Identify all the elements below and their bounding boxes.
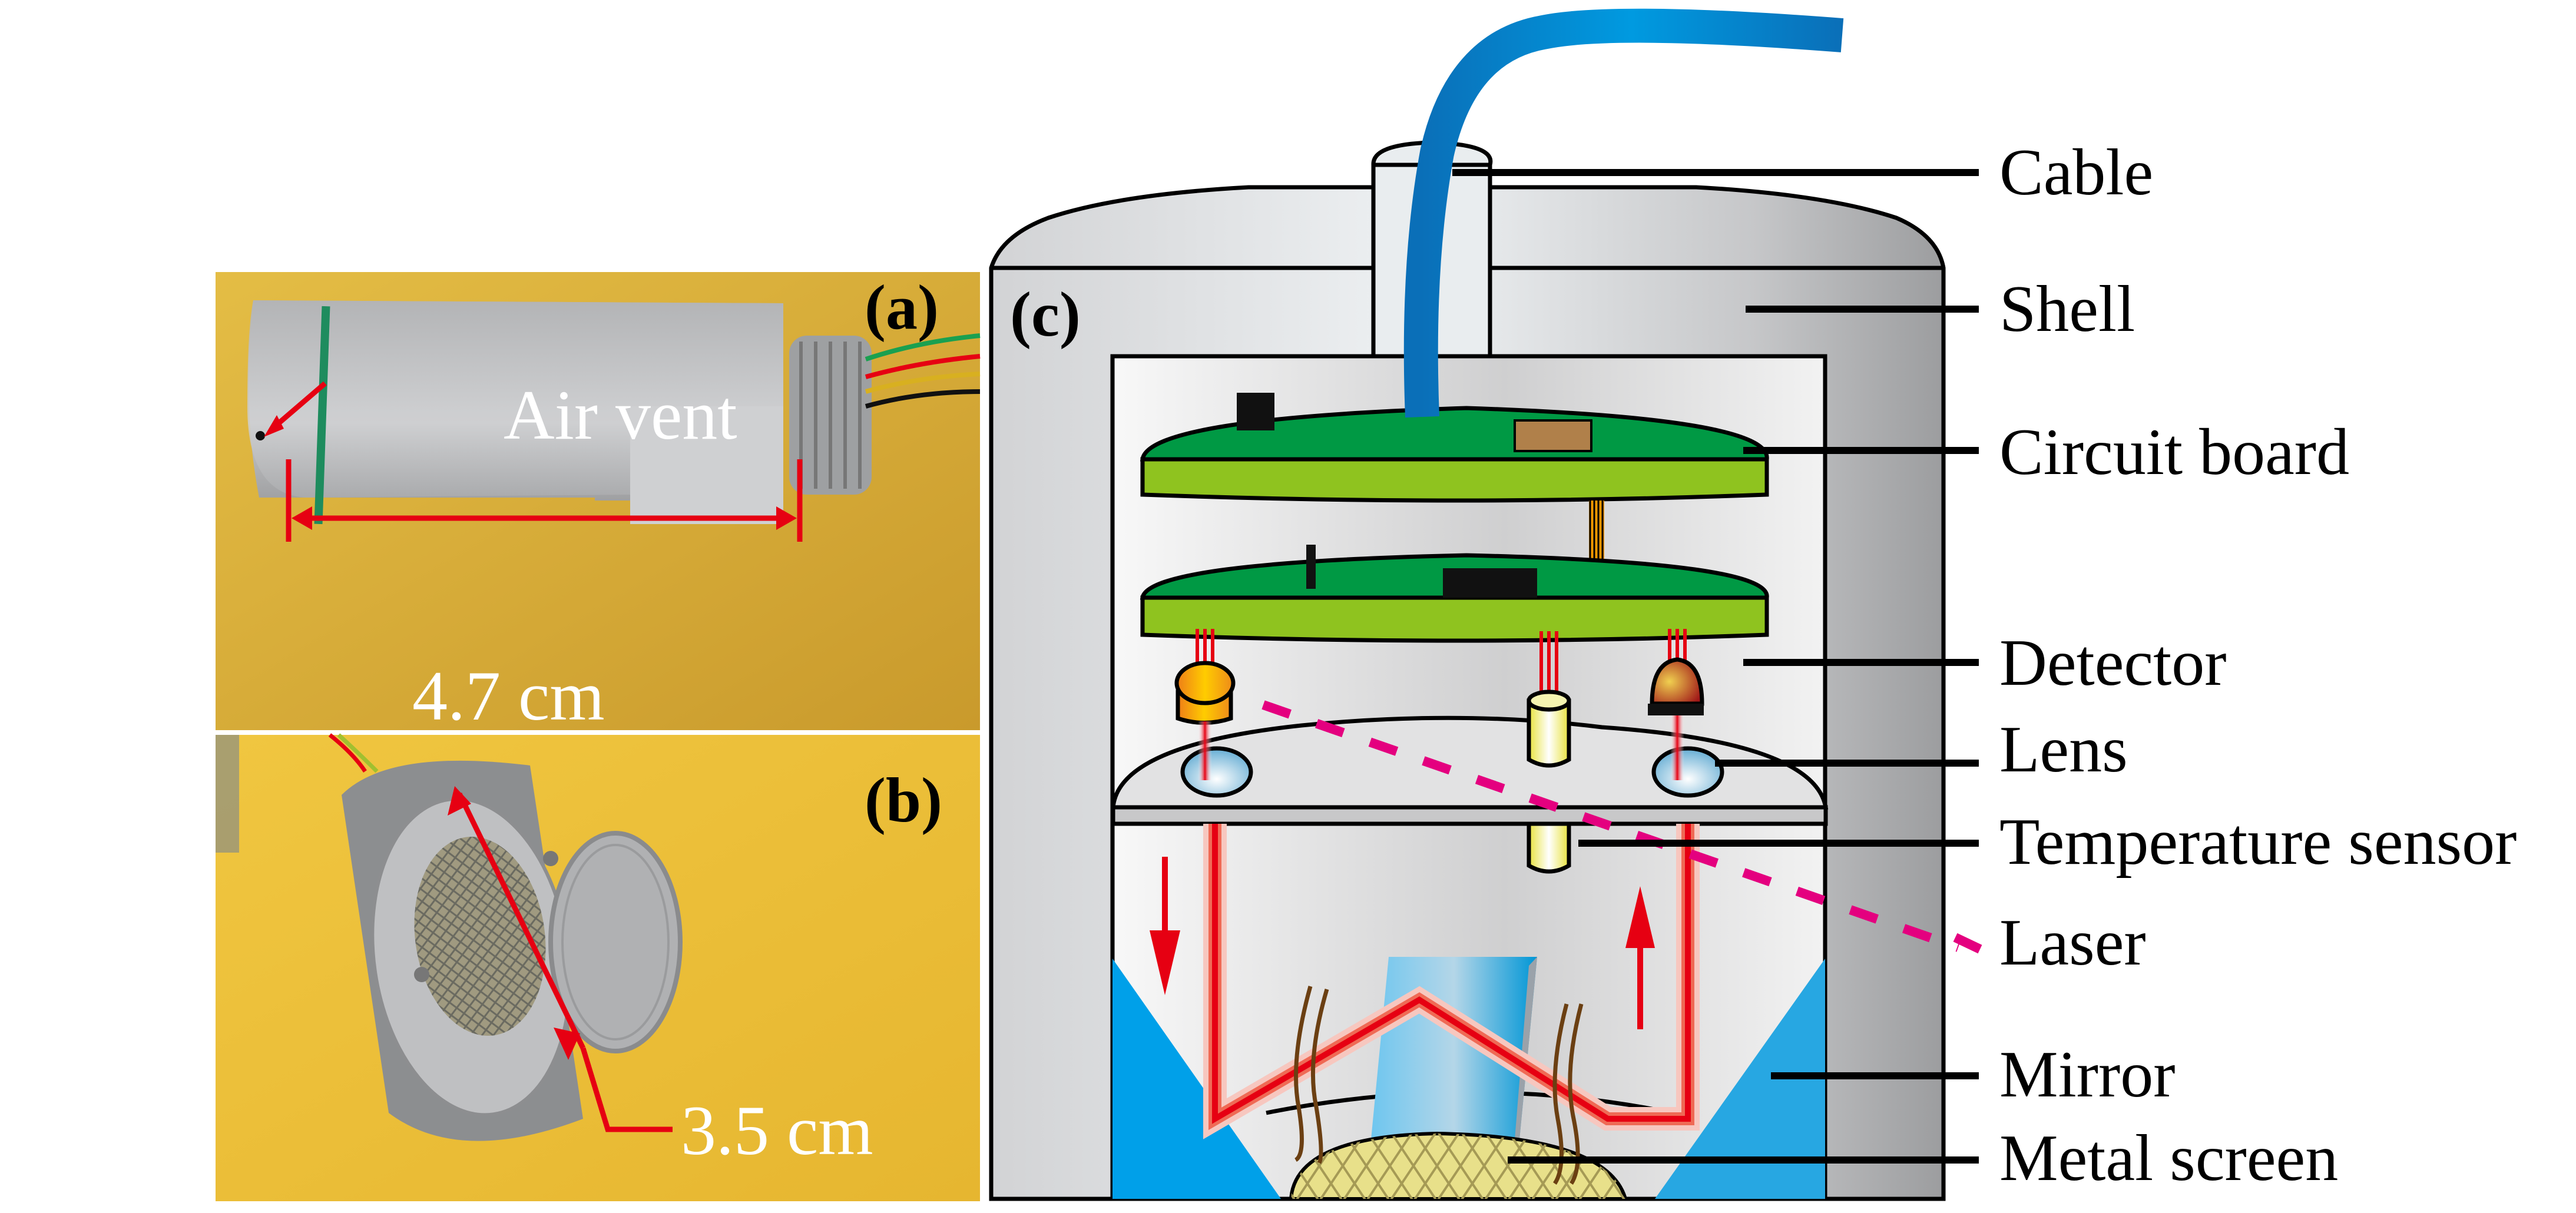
lens-right <box>1651 746 1724 798</box>
sensor-body-front-view <box>342 760 583 1141</box>
leader-laser <box>1953 933 1982 954</box>
mirror-left <box>1112 959 1281 1199</box>
humidity-sensor <box>1527 690 1571 768</box>
circuit-board-upper <box>1140 393 1769 503</box>
airflow-down-arrow <box>1150 857 1180 995</box>
component-labels: Cable Shell Circuit board Detector Lens … <box>1452 136 2517 1195</box>
panel-a-label: (a) <box>865 273 939 343</box>
label-detector: Detector <box>1999 627 2227 700</box>
label-metal-screen: Metal screen <box>1999 1122 2338 1195</box>
detector <box>1648 657 1704 715</box>
light-path <box>1203 824 1700 1139</box>
panel-c-diagram: (c) <box>989 8 1960 1201</box>
air-vent-label: Air vent <box>504 376 737 454</box>
heat-waves <box>1294 986 1584 1185</box>
label-laser: Laser <box>1999 906 2146 979</box>
airflow-up-arrow <box>1625 886 1655 1029</box>
sensor-body-side-view <box>247 300 981 525</box>
lens-left <box>1180 746 1253 798</box>
panel-c-label: (c) <box>1010 280 1081 350</box>
panel-b-label: (b) <box>865 765 942 836</box>
lens-plate <box>1111 715 1829 826</box>
diameter-arrow <box>456 793 586 1049</box>
temperature-sensor <box>1527 821 1571 874</box>
laser-dashed-line <box>1261 700 1960 952</box>
label-cable: Cable <box>1999 136 2153 209</box>
diameter-label: 3.5 cm <box>681 1091 873 1169</box>
air-vent-hole <box>256 431 265 440</box>
circuit-board-lower <box>1140 545 1769 643</box>
label-mirror: Mirror <box>1999 1038 2176 1111</box>
metal-screen <box>1289 1131 1628 1201</box>
label-shell: Shell <box>1999 273 2135 346</box>
cable <box>1403 8 1844 418</box>
length-label: 4.7 cm <box>412 657 605 735</box>
mirror-right <box>1655 959 1825 1199</box>
panel-a-photo: Air vent 4.7 cm (a) <box>216 272 981 735</box>
label-temperature-sensor: Temperature sensor <box>1999 806 2517 879</box>
label-lens: Lens <box>1999 713 2128 786</box>
coin <box>548 831 683 1053</box>
laser-source <box>1174 661 1236 725</box>
panel-b-photo: 3.5 cm (b) <box>216 733 980 1201</box>
label-circuit-board: Circuit board <box>1999 416 2349 489</box>
